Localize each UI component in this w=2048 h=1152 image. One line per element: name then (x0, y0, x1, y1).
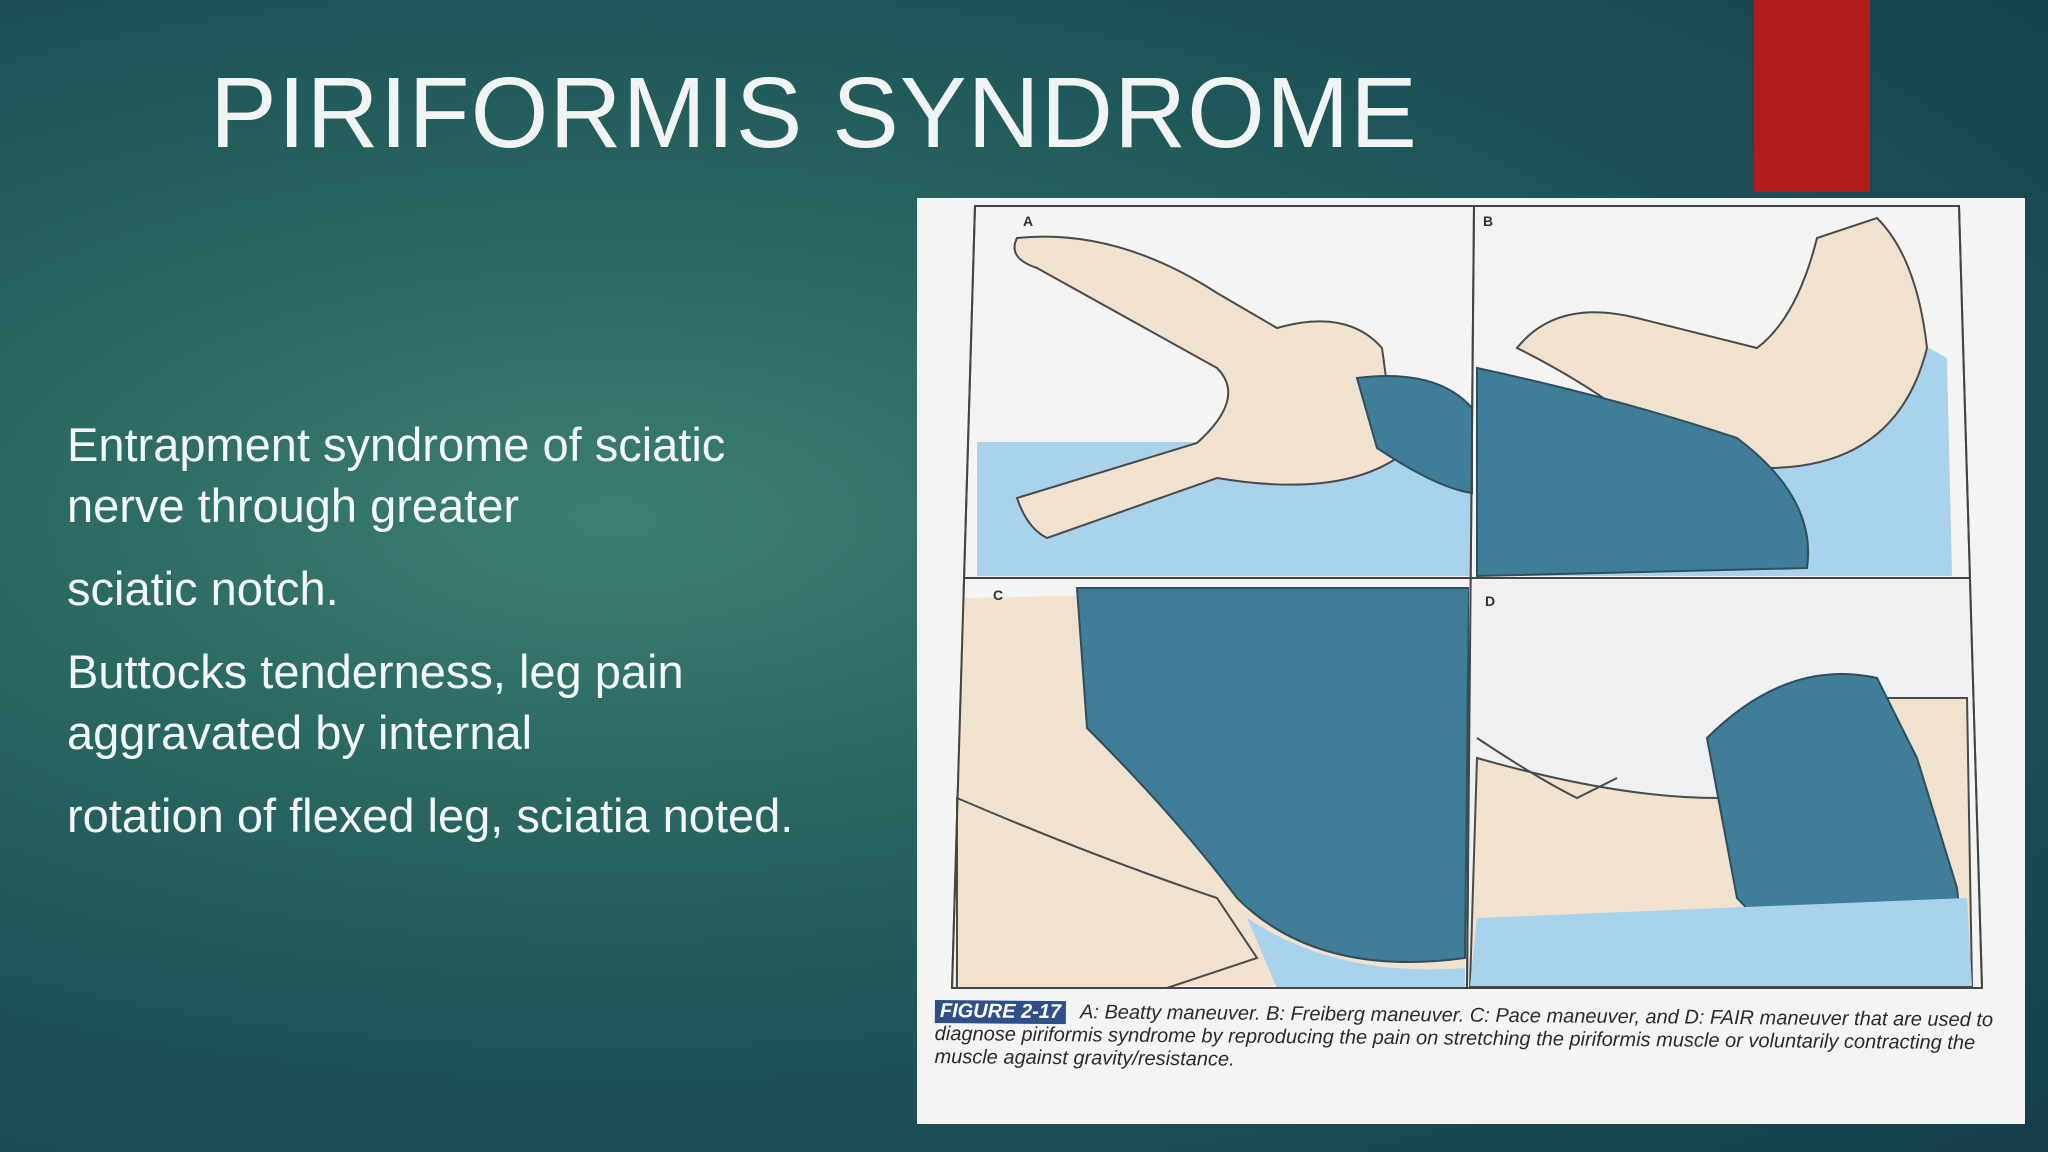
paragraph: rotation of flexed leg, sciatia noted. (67, 789, 794, 842)
figure-caption-text: A: Beatty maneuver. B: Freiberg maneuver… (934, 1001, 1994, 1071)
body-text: Entrapment syndrome of sciatic nerve thr… (67, 414, 827, 868)
panel-label-d: D (1485, 593, 1495, 609)
panel-b-drawing (1476, 216, 1952, 578)
paragraph: Entrapment syndrome of sciatic nerve thr… (67, 418, 726, 532)
paragraph: Buttocks tenderness, leg pain aggravated… (67, 645, 684, 759)
slide-title: PIRIFORMIS SYNDROME (210, 57, 1418, 169)
panel-a-drawing (977, 235, 1473, 576)
accent-bar (1754, 0, 1870, 192)
panel-label-b: B (1483, 213, 1493, 229)
panel-c-drawing (955, 587, 1471, 989)
figure-illustration: A B C D (950, 205, 1984, 989)
paragraph: sciatic notch. (67, 562, 339, 615)
panel-d-drawing (1468, 580, 1974, 987)
figure-label: FIGURE 2-17 (934, 1000, 1067, 1025)
panel-label-a: A (1023, 213, 1033, 229)
panel-label-c: C (993, 587, 1003, 603)
